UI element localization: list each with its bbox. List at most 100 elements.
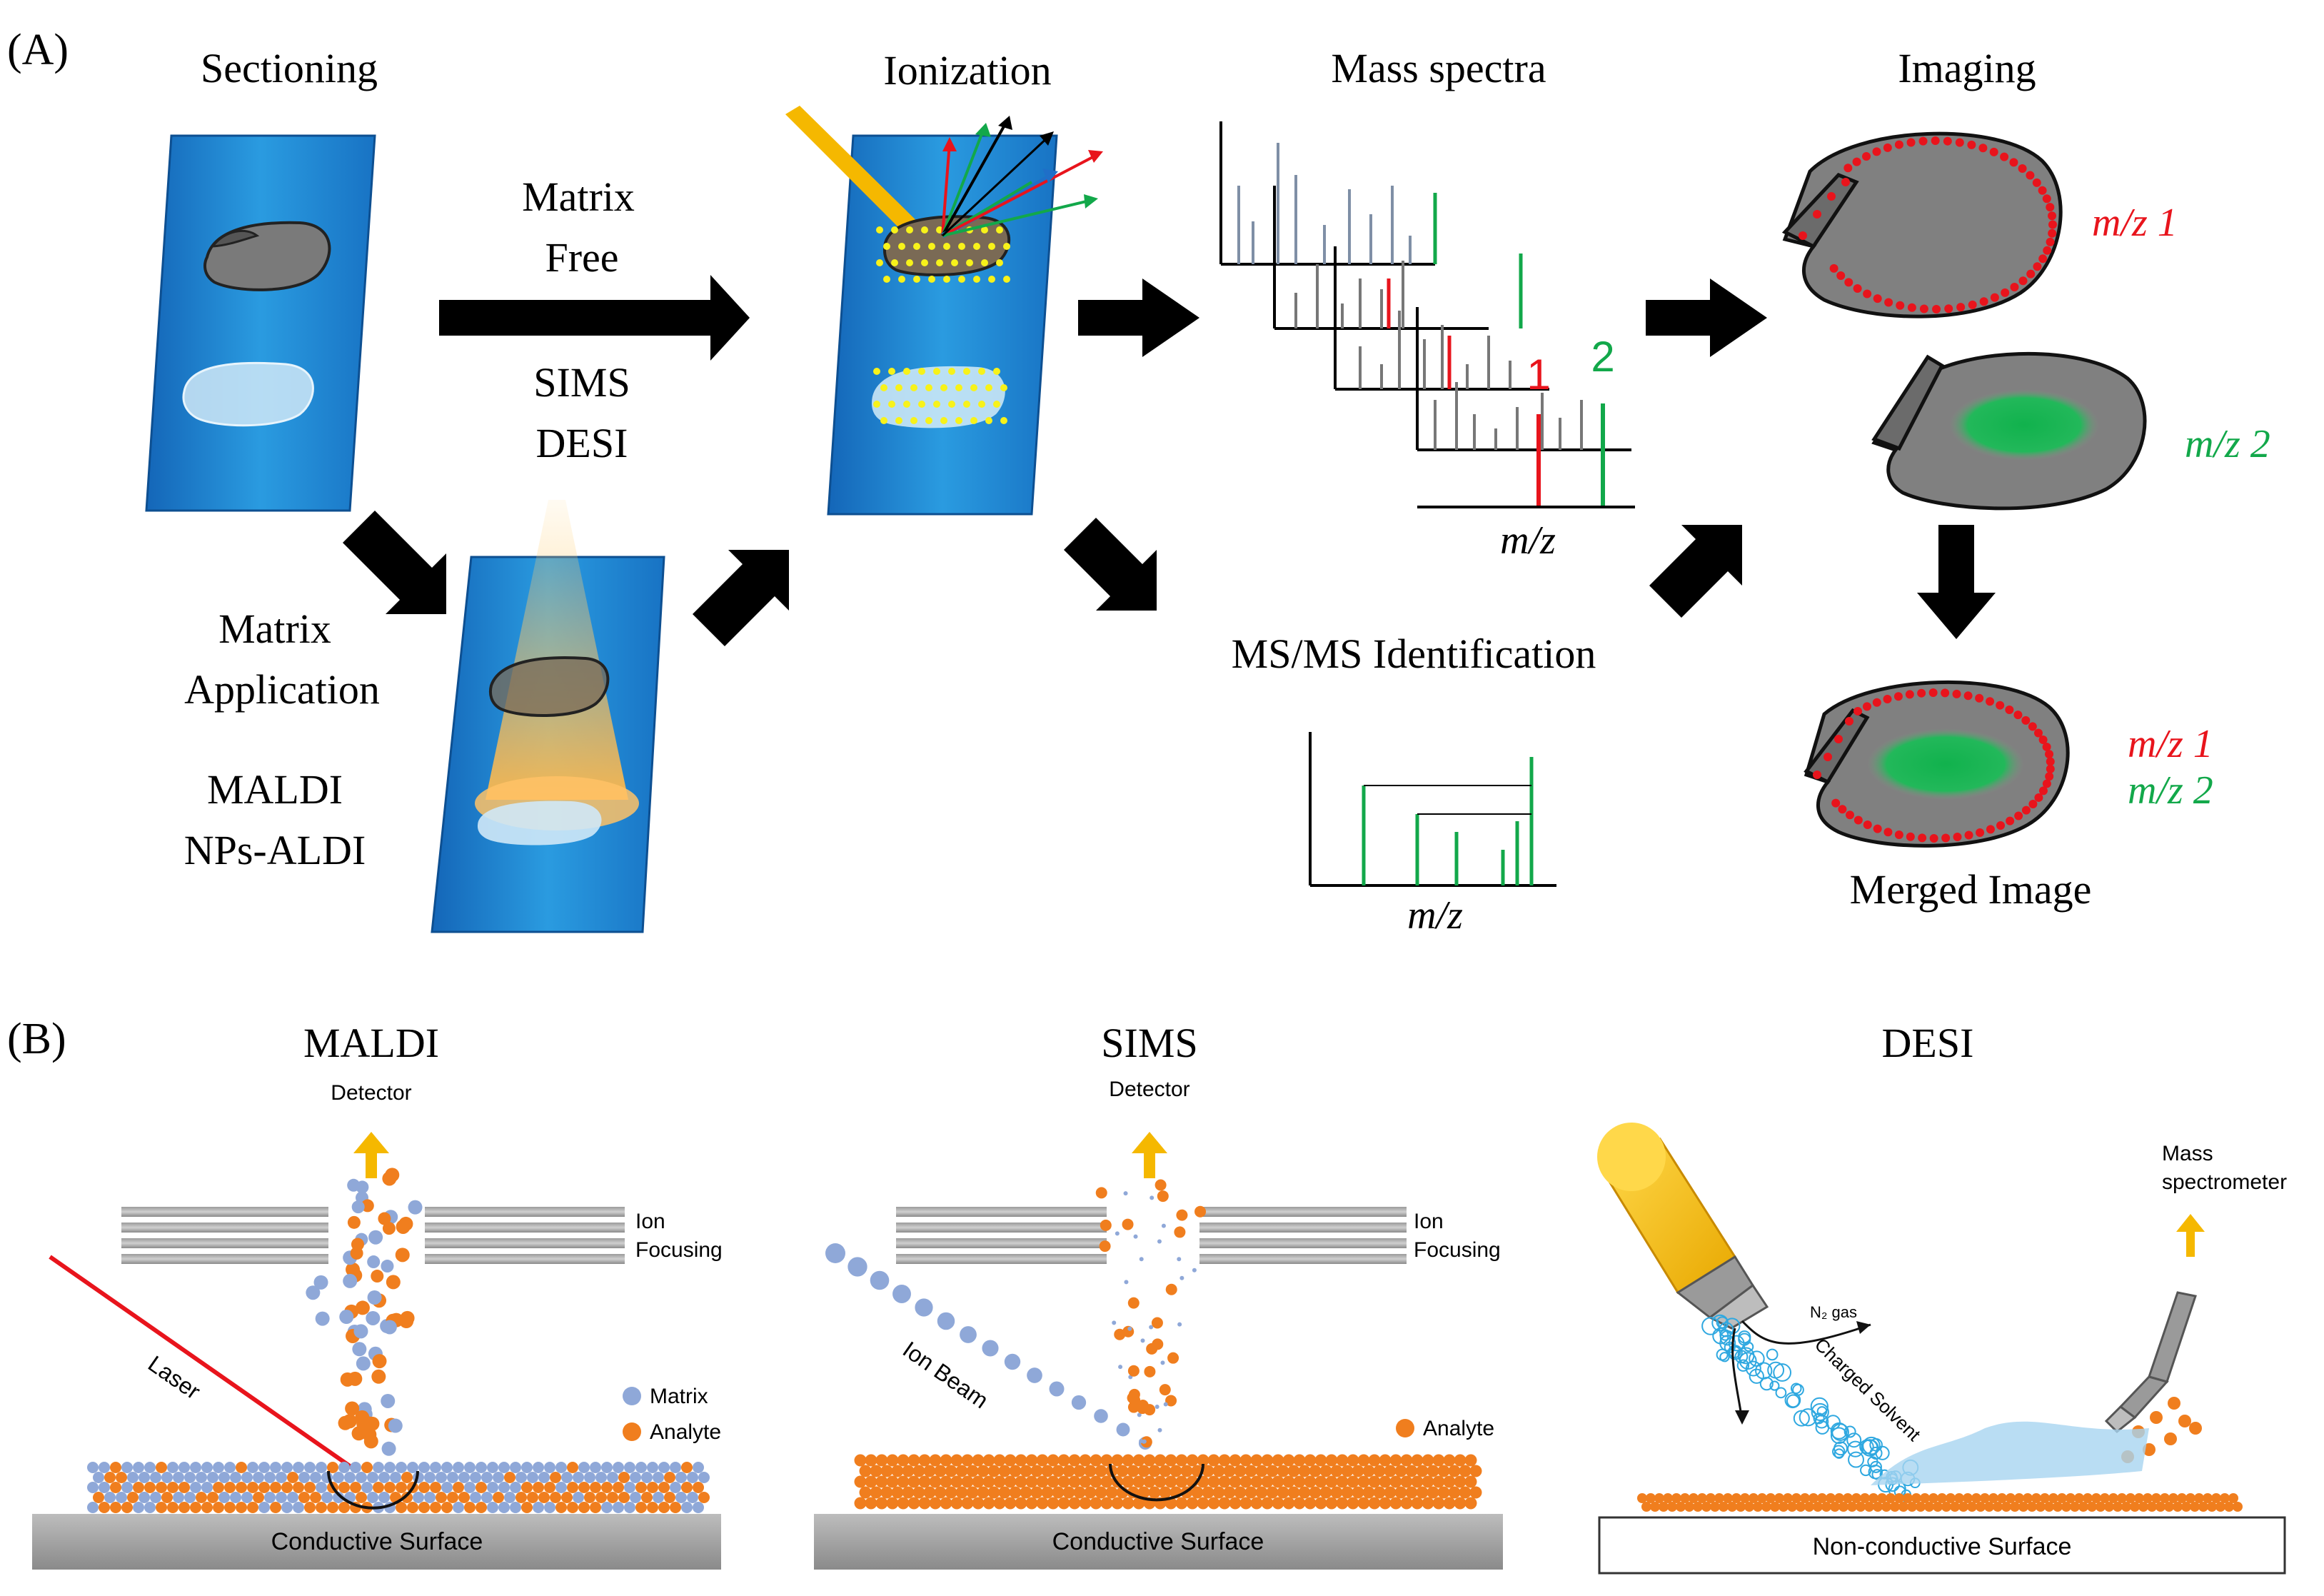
matrix-particle (601, 1462, 613, 1473)
matrix-dot (921, 226, 928, 234)
analyte-particle (1352, 1486, 1364, 1499)
matrix-dot (1003, 243, 1010, 250)
matrix-dot (880, 384, 887, 391)
analyte-particle (1347, 1497, 1359, 1510)
analyte-particle (1736, 1502, 1746, 1512)
mass-spectra-stack (1219, 121, 1635, 508)
maldi-ion-focusing-label-2: Focusing (635, 1238, 723, 1262)
fragment (1157, 1239, 1162, 1244)
analyte-particle (2143, 1493, 2153, 1503)
analyte-particle (854, 1497, 867, 1510)
analyte-particle (1186, 1497, 1199, 1510)
solvent-droplet (1848, 1451, 1864, 1468)
matrix-dot (1000, 384, 1007, 391)
analyte-particle (1309, 1486, 1322, 1499)
analyte-particle (1298, 1465, 1311, 1477)
matrix-particle (276, 1492, 287, 1503)
plume-particle (342, 1414, 357, 1429)
matrix-dot (891, 259, 898, 266)
signal-dot (1873, 294, 1882, 303)
analyte-particle (641, 1492, 653, 1503)
analyte-particle (1347, 1454, 1359, 1467)
secondary-ion (1140, 1436, 1152, 1448)
primary-ion (892, 1285, 911, 1303)
analyte-particle (1727, 1502, 1737, 1512)
solvent-droplet (1755, 1362, 1773, 1380)
analyte-particle (1443, 1497, 1456, 1510)
signal-dot (1941, 833, 1951, 843)
analyte-particle (907, 1454, 920, 1467)
matrix-particle (104, 1492, 116, 1503)
matrix-particle (361, 1482, 373, 1493)
signal-dot (1979, 297, 1988, 306)
analyte-particle (1047, 1497, 1060, 1510)
matrix-particle (515, 1472, 527, 1483)
analyte-particle (859, 1486, 872, 1499)
analyte-particle (1062, 1486, 1075, 1499)
msms-title: MS/MS Identification (1232, 631, 1596, 677)
analyte-particle (1389, 1454, 1402, 1467)
signal-dot (1834, 735, 1843, 743)
matrix-particle (675, 1472, 687, 1483)
analyte-particle (110, 1502, 121, 1513)
analyte-particle (1791, 1493, 1801, 1503)
analyte-particle (1272, 1454, 1284, 1467)
matrix-particle (470, 1472, 481, 1483)
analyte-particle (886, 1475, 899, 1488)
analyte-particle (1804, 1502, 1814, 1512)
signal-dot (1975, 693, 1984, 703)
analyte-particle (1314, 1475, 1327, 1488)
matrix-dot (958, 276, 965, 283)
analyte-particle (1293, 1497, 1306, 1510)
sims-ion-plume (1095, 1179, 1207, 1448)
plume-particle (388, 1418, 403, 1433)
analyte-particle (934, 1486, 947, 1499)
matrix-dot (910, 417, 917, 424)
analyte-particle (1122, 1497, 1135, 1510)
matrix-particle (470, 1492, 481, 1503)
signal-dot (2026, 269, 2036, 278)
analyte-particle (1079, 1475, 1092, 1488)
analyte-particle (1389, 1475, 1402, 1488)
analyte-particle (2134, 1493, 2144, 1503)
signal-dot (1967, 140, 1976, 149)
analyte-particle (458, 1492, 470, 1503)
signal-dot (1918, 136, 1928, 146)
plume-particle (356, 1356, 371, 1371)
analyte-particle (2057, 1493, 2067, 1503)
analyte-particle (1650, 1502, 1660, 1512)
matrix-particle (430, 1462, 441, 1473)
analyte-particle (1309, 1465, 1322, 1477)
sims-sample-layer (854, 1454, 1482, 1510)
ionization-ion-arrows (941, 121, 1100, 239)
analyte-particle (527, 1492, 538, 1503)
analyte-particle (407, 1502, 418, 1513)
analyte-particle (2181, 1502, 2191, 1512)
secondary-ion (1099, 1240, 1111, 1253)
matrix-particle (207, 1472, 218, 1483)
signal-dot (1884, 298, 1893, 307)
analyte-particle (1325, 1454, 1338, 1467)
analyte-particle (998, 1465, 1011, 1477)
analyte-particle (1127, 1465, 1140, 1477)
matrix-dot (966, 259, 973, 266)
analyte-particle (1015, 1454, 1027, 1467)
matrix-particle (533, 1462, 544, 1473)
matrix-particle (498, 1462, 510, 1473)
analyte-particle (918, 1497, 931, 1510)
analyte-particle (1282, 1497, 1295, 1510)
analyte-particle (1894, 1493, 1904, 1503)
analyte-particle (902, 1486, 915, 1499)
matrix-particle (378, 1472, 390, 1483)
analyte-particle (1304, 1497, 1317, 1510)
analyte-particle (1976, 1502, 1986, 1512)
sims-ion-focusing-label-2: Focusing (1414, 1238, 1501, 1262)
signal-dot (1872, 147, 1881, 156)
analyte-particle (1261, 1497, 1274, 1510)
solvent-droplet (1729, 1345, 1741, 1359)
matrix-particle (464, 1482, 476, 1493)
analyte-particle (1941, 1502, 1951, 1512)
analyte-particle (2215, 1502, 2225, 1512)
analyte-particle (373, 1482, 384, 1493)
analyte-particle (1368, 1454, 1381, 1467)
